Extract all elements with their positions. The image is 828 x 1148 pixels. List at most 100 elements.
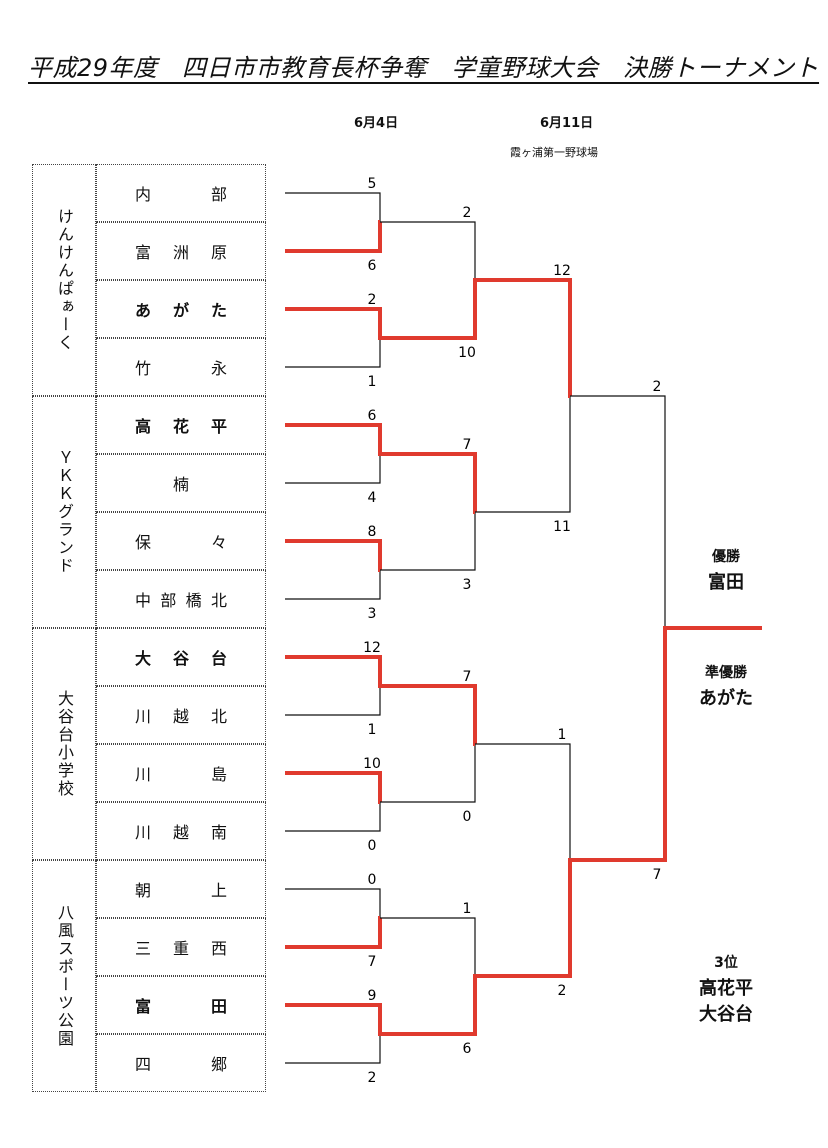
team-row: 大谷台 <box>96 628 266 686</box>
bracket-winner-line <box>570 626 667 862</box>
bracket-winner-line <box>285 916 382 949</box>
team-name-char: 花 <box>172 417 189 436</box>
score-label: 1 <box>463 901 472 917</box>
team-name-char: 北 <box>210 707 227 726</box>
bracket-winner-line <box>285 307 382 340</box>
team-row: 高花平 <box>96 396 266 454</box>
team-name-char: 島 <box>210 765 227 784</box>
date-round2: 6月11日 <box>540 116 594 131</box>
bracket-line <box>285 454 381 484</box>
bracket-winner-line <box>380 974 477 1036</box>
bracket-winner-line <box>285 539 382 572</box>
bracket-winner-line <box>285 423 382 456</box>
team-name-char: た <box>210 301 227 320</box>
score-label: 5 <box>368 176 377 192</box>
team-name-char: 川 <box>135 765 152 784</box>
team-row: 川越北 <box>96 686 266 744</box>
score-label: 1 <box>368 722 377 738</box>
bracket-winner-line <box>475 858 572 978</box>
score-label: 2 <box>368 1070 377 1086</box>
score-label: 7 <box>463 437 472 453</box>
score-label: 2 <box>368 292 377 308</box>
team-name-char: 北 <box>210 591 227 610</box>
team-name-char: 富 <box>135 243 152 262</box>
score-label: 6 <box>368 408 377 424</box>
team-name-char: 西 <box>210 939 227 958</box>
team-name-char: 重 <box>172 939 189 958</box>
score-label: 6 <box>368 258 377 274</box>
venue-name: けんけんぱぁーく <box>55 208 74 352</box>
team-name-char: 橋 <box>185 591 202 610</box>
team-name-char: 川 <box>135 707 152 726</box>
score-label: 2 <box>653 379 662 395</box>
venue-name: 大谷台小学校 <box>55 690 74 798</box>
bracket-winner-line <box>285 655 382 688</box>
team-name-char: 郷 <box>210 1055 227 1074</box>
team-row: 竹永 <box>96 338 266 396</box>
team-name-char: 南 <box>210 823 227 842</box>
team-name-char: 越 <box>172 823 189 842</box>
venue-box: けんけんぱぁーく <box>32 164 96 396</box>
team-name-char: 原 <box>210 243 227 262</box>
score-label: 0 <box>368 872 377 888</box>
runner-up-block: 準優勝 あがた <box>676 660 776 712</box>
bracket-line <box>475 396 571 513</box>
venue-box: 八風スポーツ公園 <box>32 860 96 1092</box>
team-row: 三重西 <box>96 918 266 976</box>
bracket-line <box>285 888 381 918</box>
venue-box: 大谷台小学校 <box>32 628 96 860</box>
team-name-char: 永 <box>210 359 227 378</box>
team-name-char: 田 <box>210 997 227 1016</box>
score-label: 7 <box>368 954 377 970</box>
score-label: 9 <box>368 988 377 1004</box>
score-label: 12 <box>363 640 381 656</box>
score-label: 4 <box>368 490 377 506</box>
team-name-char: 内 <box>135 185 152 204</box>
third-place-team-1: 高花平 <box>699 978 753 999</box>
bracket-line <box>285 570 381 600</box>
team-row: 楠 <box>96 454 266 512</box>
team-name-char: 谷 <box>172 649 189 668</box>
team-name-char: 台 <box>210 649 227 668</box>
runner-up-label: 準優勝 <box>705 665 747 681</box>
bracket-line <box>285 802 381 832</box>
bracket-line <box>285 686 381 716</box>
venue-round2: 霞ヶ浦第一野球場 <box>510 146 598 159</box>
team-row: 富田 <box>96 976 266 1034</box>
venue-box: ＹＫＫグランド <box>32 396 96 628</box>
team-name-char: 部 <box>210 185 227 204</box>
third-place-block: 3位 高花平 大谷台 <box>676 950 776 1028</box>
score-label: 3 <box>463 577 472 593</box>
bracket-line <box>380 917 476 976</box>
bracket-winner-line <box>380 452 477 514</box>
score-label: 3 <box>368 606 377 622</box>
score-label: 7 <box>653 867 662 883</box>
team-name-char: 部 <box>160 591 177 610</box>
bracket-line <box>285 338 381 368</box>
team-name-char: 越 <box>172 707 189 726</box>
team-name-char: 々 <box>210 533 227 552</box>
score-label: 12 <box>553 263 571 279</box>
bracket-line <box>570 395 666 628</box>
team-name-char: 三 <box>135 939 152 958</box>
team-row: 中部橋北 <box>96 570 266 628</box>
score-label: 7 <box>463 669 472 685</box>
team-row: 四郷 <box>96 1034 266 1092</box>
bracket-line <box>285 192 381 222</box>
score-label: 11 <box>553 519 571 535</box>
team-name-char: 大 <box>135 649 152 668</box>
team-name-char: 朝 <box>135 881 152 900</box>
team-name-char: 平 <box>210 417 227 436</box>
score-label: 1 <box>368 374 377 390</box>
team-row: 朝上 <box>96 860 266 918</box>
date-round1: 6月4日 <box>354 116 399 131</box>
team-row: 川越南 <box>96 802 266 860</box>
bracket-line <box>380 512 476 571</box>
bracket-winner-line <box>285 1003 382 1036</box>
score-label: 8 <box>368 524 377 540</box>
score-label: 0 <box>463 809 472 825</box>
bracket-line <box>285 1034 381 1064</box>
venue-name: ＹＫＫグランド <box>55 449 74 575</box>
team-name-char: 上 <box>210 881 227 900</box>
